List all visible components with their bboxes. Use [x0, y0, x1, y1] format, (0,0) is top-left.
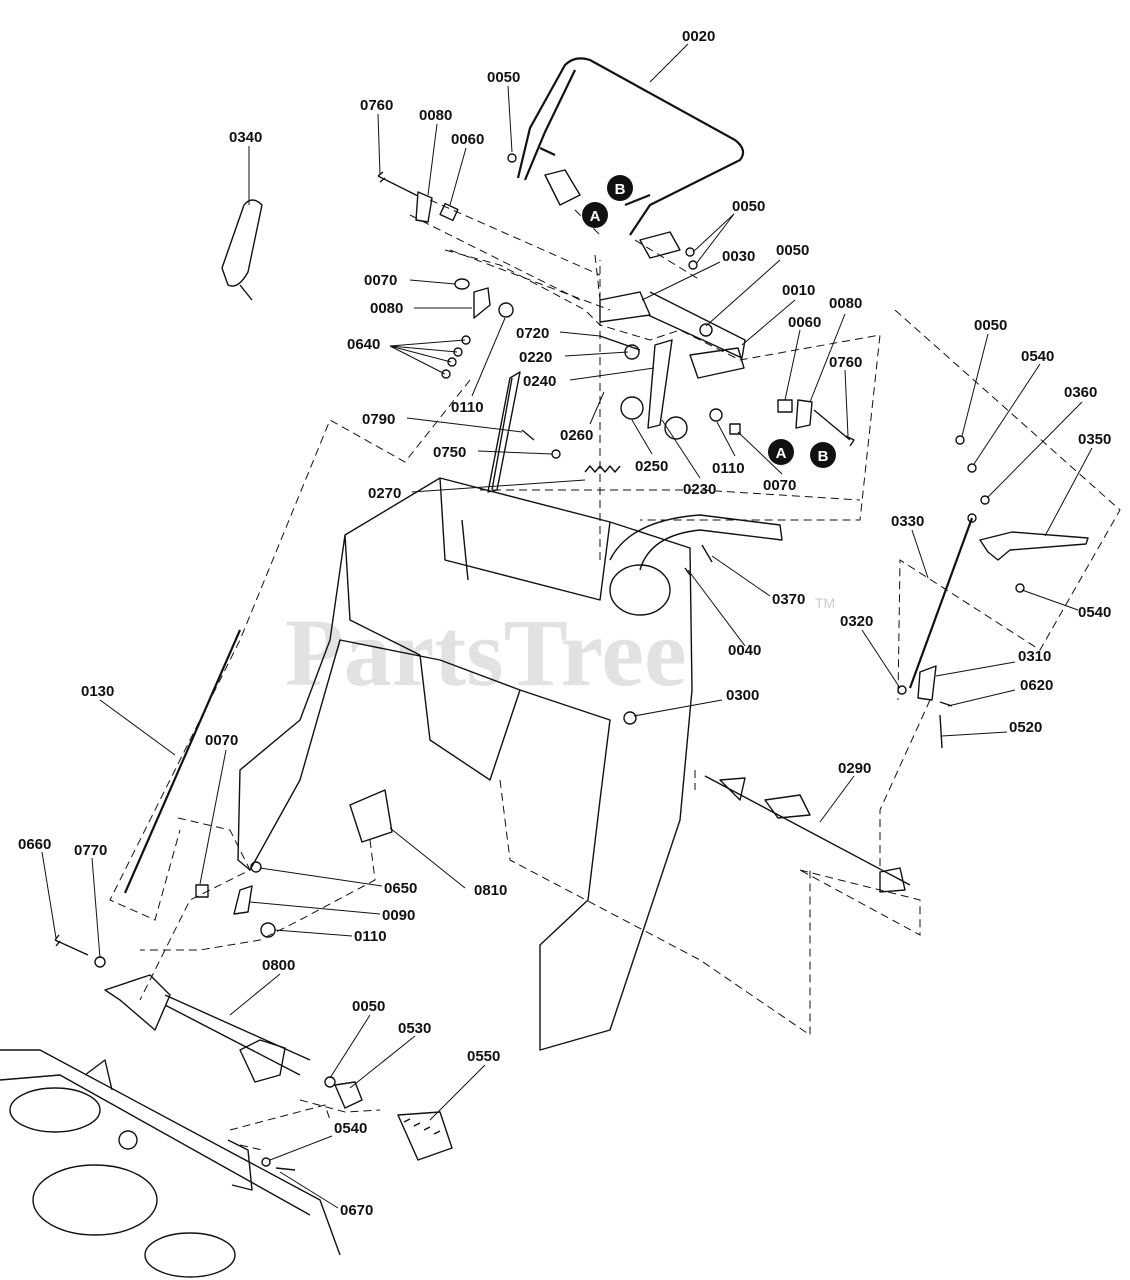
svg-text:B: B [615, 181, 626, 198]
deck-part [0, 1049, 341, 1256]
callout-label: 0760 [829, 354, 862, 371]
callout-label: 0110 [354, 928, 387, 945]
callout-label: 0530 [398, 1020, 431, 1037]
callout-label: 0050 [487, 69, 520, 86]
grip-part [221, 199, 263, 301]
callout-label: 0670 [340, 1202, 373, 1219]
callout-label: 0230 [683, 481, 716, 498]
callout-label: 0070 [205, 732, 238, 749]
dashed-assembly-lines [109, 199, 1121, 1151]
badge-b-right: B [810, 442, 836, 468]
callout-label: 0110 [451, 399, 484, 416]
callout-label: 0010 [782, 282, 815, 299]
watermark-tm: TM [815, 595, 835, 611]
callout-label: 0540 [1078, 604, 1111, 621]
badges: B A A B [582, 175, 836, 468]
callout-label: 0760 [360, 97, 393, 114]
handle-loop-part [516, 57, 745, 236]
callout-label: 0030 [722, 248, 755, 265]
callout-label: 0650 [384, 880, 417, 897]
callout-label: 0750 [433, 444, 466, 461]
callout-label: 0800 [262, 957, 295, 974]
callout-label: 0320 [840, 613, 873, 630]
callout-label: 0060 [788, 314, 821, 331]
callout-label: 0330 [891, 513, 924, 530]
watermark: PartsTree TM [285, 595, 835, 706]
callout-label: 0620 [1020, 677, 1053, 694]
callout-label: 0240 [523, 373, 556, 390]
callout-label: 0090 [382, 907, 415, 924]
callout-label: 0040 [728, 642, 761, 659]
callout-label: 0340 [229, 129, 262, 146]
callout-label: 0370 [772, 591, 805, 608]
callout-label: 0050 [732, 198, 765, 215]
callout-label: 0080 [370, 300, 403, 317]
main-frame-part [237, 477, 693, 1051]
callout-label: 0050 [776, 242, 809, 259]
callout-label: 0260 [560, 427, 593, 444]
callout-label: 0790 [362, 411, 395, 428]
callout-label: 0220 [519, 349, 552, 366]
svg-text:B: B [818, 448, 829, 465]
callout-label: 0770 [74, 842, 107, 859]
callout-label: 0540 [1021, 348, 1054, 365]
callout-label: 0640 [347, 336, 380, 353]
callout-label: 0520 [1009, 719, 1042, 736]
callout-label: 0360 [1064, 384, 1097, 401]
callout-label: 0310 [1018, 648, 1051, 665]
callout-label: 0660 [18, 836, 51, 853]
callout-label: 0550 [467, 1048, 500, 1065]
callout-label: 0080 [829, 295, 862, 312]
callout-label: 0050 [974, 317, 1007, 334]
callout-label: 0350 [1078, 431, 1111, 448]
callout-label: 0080 [419, 107, 452, 124]
leader-lines [41, 43, 1093, 1209]
callout-label: 0810 [474, 882, 507, 899]
callouts: 0020 0050 0760 0080 0060 0340 0050 0070 … [18, 28, 1111, 1219]
callout-label: 0070 [364, 272, 397, 289]
svg-text:A: A [776, 445, 787, 462]
callout-label: 0070 [763, 477, 796, 494]
pedal-part [397, 1111, 453, 1161]
badge-a-top: A [582, 202, 608, 228]
callout-label: 0540 [334, 1120, 367, 1137]
parts-drawing [0, 57, 1089, 1278]
callout-label: 0050 [352, 998, 385, 1015]
callout-label: 0720 [516, 325, 549, 342]
badge-a-right: A [768, 439, 794, 465]
callout-label: 0290 [838, 760, 871, 777]
callout-label: 0250 [635, 458, 668, 475]
badge-b-top: B [607, 175, 633, 201]
callout-label: 0020 [682, 28, 715, 45]
callout-label: 0130 [81, 683, 114, 700]
callout-label: 0110 [712, 460, 745, 477]
svg-text:A: A [590, 208, 601, 225]
callout-label: 0300 [726, 687, 759, 704]
callout-label: 0060 [451, 131, 484, 148]
watermark-text: PartsTree [285, 599, 687, 706]
callout-label: 0270 [368, 485, 401, 502]
